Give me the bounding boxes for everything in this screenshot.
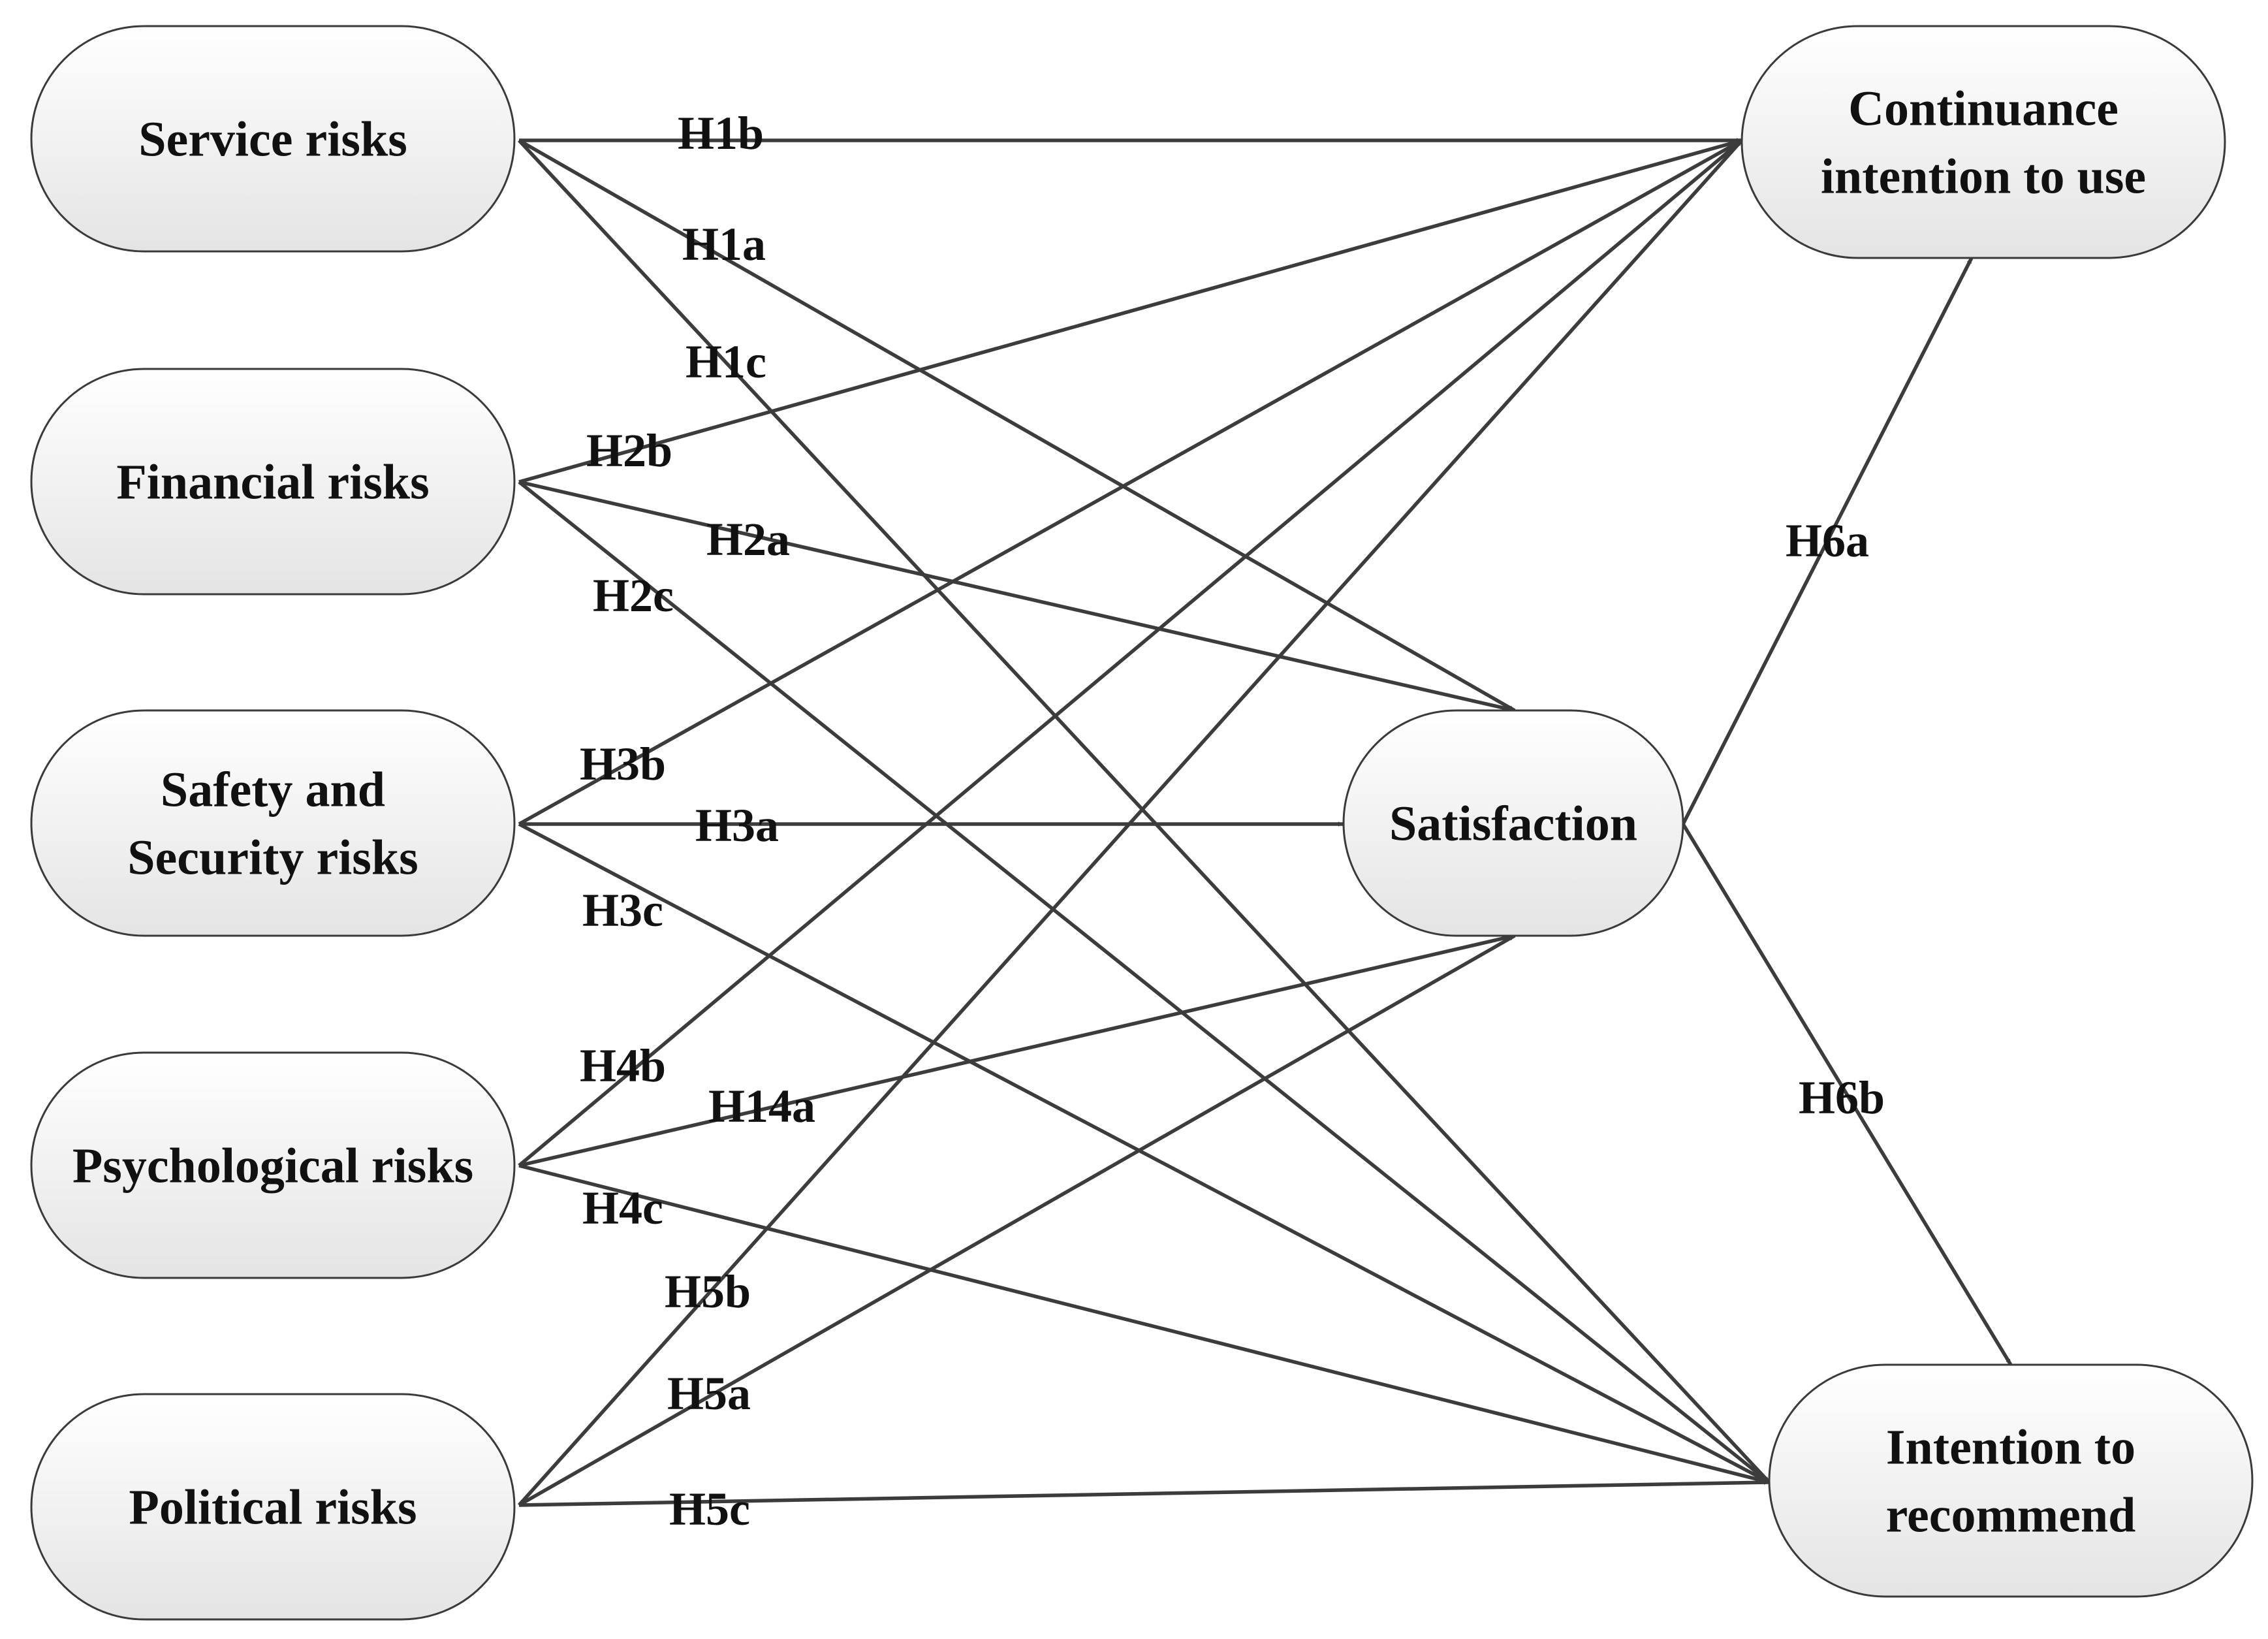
- edge-arrow-h6b: [1681, 823, 2013, 1366]
- edge-label-h6a: H6a: [1786, 515, 1869, 567]
- edge-label-h1b: H1b: [678, 107, 764, 159]
- node-shape-recommend: [1768, 1363, 2254, 1598]
- node-label-satisfaction: Satisfaction: [1389, 797, 1637, 851]
- node-label-recommend-line-1: Intention to: [1886, 1420, 2135, 1475]
- edge-arrow-h4b: [518, 138, 1743, 1168]
- node-label-psychological: Psychological risks: [72, 1139, 473, 1194]
- edge-arrow-h5a: [518, 934, 1516, 1507]
- edge-label-h1c: H1c: [685, 336, 766, 388]
- node-label-financial: Financial risks: [116, 455, 429, 510]
- edge-label-h3b: H3b: [580, 738, 666, 790]
- edge-arrow-h5b: [517, 139, 1744, 1506]
- edge-label-h5c: H5c: [669, 1483, 750, 1535]
- node-shape-political: [30, 1393, 516, 1621]
- edge-label-h3c: H3c: [582, 884, 663, 936]
- edges-layer: [517, 138, 2013, 1507]
- edge-label-h4b: H4b: [580, 1040, 666, 1092]
- node-shape-financial: [30, 368, 516, 596]
- node-label-service: Service risks: [138, 112, 407, 167]
- node-service: Service risks: [30, 25, 516, 253]
- edge-label-h2b: H2b: [586, 424, 672, 477]
- edge-arrow-h2a: [518, 480, 1515, 712]
- edge-arrow-h2b: [518, 138, 1742, 484]
- node-shape-satisfaction: [1342, 709, 1684, 937]
- edge-arrow-h6a: [1681, 257, 1974, 825]
- node-psychological: Psychological risks: [30, 1051, 516, 1279]
- node-recommend: Intention to recommend: [1768, 1363, 2254, 1598]
- node-label-continuance-line-1: Continuance: [1848, 82, 2118, 136]
- node-shape-safety: [30, 709, 516, 937]
- edge-label-h5b: H5b: [665, 1265, 751, 1318]
- node-political: Political risks: [30, 1393, 516, 1621]
- node-satisfaction: Satisfaction: [1342, 709, 1684, 937]
- edge-label-h5a: H5a: [667, 1367, 751, 1420]
- edge-label-h14a: H14a: [708, 1080, 815, 1132]
- edge-arrow-h2c: [518, 480, 1771, 1484]
- node-shape-continuance: [1740, 25, 2226, 259]
- edge-label-h3a: H3a: [695, 799, 779, 851]
- node-continuance: Continuance intention to use: [1740, 25, 2226, 259]
- edge-arrow-h3b: [518, 138, 1743, 826]
- edge-label-h6b: H6b: [1799, 1072, 1885, 1124]
- edge-arrow-h5c: [518, 1480, 1770, 1507]
- node-label-safety-line-1: Safety and: [161, 763, 385, 818]
- edge-arrow-h14a: [518, 934, 1515, 1168]
- edge-label-h2c: H2c: [593, 569, 674, 622]
- node-label-continuance-line-2: intention to use: [1821, 150, 2146, 204]
- node-financial: Financial risks: [30, 368, 516, 596]
- node-shape-psychological: [30, 1051, 516, 1279]
- edge-arrow-h3c: [518, 822, 1771, 1484]
- node-label-recommend-line-2: recommend: [1886, 1488, 2136, 1543]
- edge-label-h1a: H1a: [682, 218, 766, 270]
- node-label-political: Political risks: [129, 1480, 417, 1535]
- node-label-safety-line-2: Security risks: [127, 831, 418, 885]
- edge-label-h4c: H4c: [582, 1182, 663, 1234]
- edge-label-h2a: H2a: [706, 513, 790, 565]
- edge-arrow-h4c: [518, 1164, 1770, 1484]
- edge-arrow-h1a: [518, 138, 1516, 712]
- edge-arrow-h1c: [517, 139, 1771, 1484]
- node-shape-service: [30, 25, 516, 253]
